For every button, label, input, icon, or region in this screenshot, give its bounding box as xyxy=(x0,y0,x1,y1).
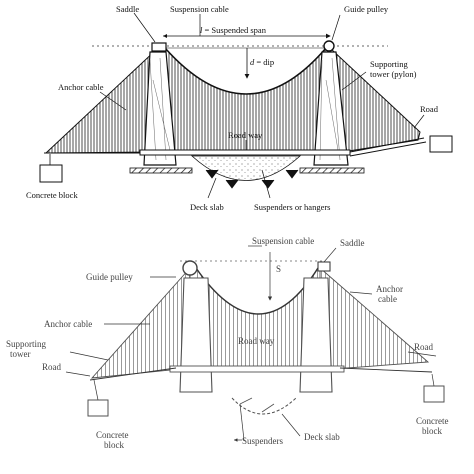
label-supporting-tower-bottom-1: Supporting xyxy=(6,339,47,349)
label-anchor-cable-left-bottom: Anchor cable xyxy=(44,319,92,329)
deck-slab-arc-bottom xyxy=(231,397,297,415)
left-anchor-cable-region xyxy=(44,46,159,154)
guide-pulley-icon-bottom xyxy=(182,260,198,276)
label-saddle-top: Saddle xyxy=(116,4,139,14)
concrete-block-left xyxy=(39,164,63,183)
label-suspenders-top: Suspenders or hangers xyxy=(254,202,330,212)
label-road-left-bottom: Road xyxy=(42,362,61,372)
road-way-deck-bottom xyxy=(169,365,345,373)
guide-pulley-icon xyxy=(323,40,335,52)
concrete-block-right-bottom xyxy=(423,385,445,403)
road-right-bottom xyxy=(339,367,433,373)
label-road-top: Road xyxy=(420,104,439,114)
label-anchor-cable-top: Anchor cable xyxy=(58,82,104,92)
label-saddle-bottom: Saddle xyxy=(340,238,365,248)
label-concrete-block-top: Concrete block xyxy=(26,190,78,200)
label-anchor-cable-right-bottom-1: Anchor xyxy=(376,284,403,294)
left-anchor-region-bottom xyxy=(90,266,191,379)
label-span: l = Suspended span xyxy=(200,25,267,35)
label-suspension-cable-top: Suspension cable xyxy=(170,4,229,14)
bottom-figure: Suspension cable Saddle Guide pulley S A… xyxy=(6,236,448,450)
label-concrete-block-left-bottom-1: Concrete xyxy=(96,430,128,440)
label-supporting-tower-top-2: tower (pylon) xyxy=(370,69,417,79)
label-supporting-tower-top-1: Supporting xyxy=(370,59,409,69)
label-suspension-cable-bottom: Suspension cable xyxy=(252,236,314,246)
label-road-way-bottom: Road way xyxy=(238,336,275,346)
right-foundation xyxy=(299,167,365,174)
top-figure: Saddle Suspension cable l = Suspended sp… xyxy=(26,4,453,212)
label-concrete-block-right-bottom-1: Concrete xyxy=(416,416,448,426)
saddle-icon-bottom xyxy=(317,261,331,272)
suspenders-region xyxy=(165,48,326,152)
left-tower-bottom xyxy=(179,277,213,393)
label-road-right-bottom: Road xyxy=(414,342,433,352)
right-tower-bottom xyxy=(299,277,333,393)
road-left-bottom xyxy=(89,367,177,381)
suspension-cable-top xyxy=(164,47,327,95)
road-right xyxy=(349,137,425,153)
road-way-deck xyxy=(139,149,351,156)
concrete-block-left-bottom xyxy=(87,399,109,417)
right-anchor-region-bottom xyxy=(319,267,430,371)
label-concrete-block-right-bottom-2: block xyxy=(422,426,442,436)
label-guide-pulley-bottom: Guide pulley xyxy=(86,272,133,282)
label-anchor-cable-right-bottom-2: cable xyxy=(378,294,397,304)
label-deck-slab-bottom: Deck slab xyxy=(304,432,340,442)
label-concrete-block-left-bottom-2: block xyxy=(104,440,124,450)
label-dip: d = dip xyxy=(250,57,274,67)
deck-slab-region xyxy=(190,155,302,181)
saddle-icon xyxy=(151,42,167,52)
label-dip-symbol-bottom: S xyxy=(276,264,281,274)
label-suspenders-bottom: Suspenders xyxy=(242,436,283,446)
label-guide-pulley-top: Guide pulley xyxy=(344,4,389,14)
label-supporting-tower-bottom-2: tower xyxy=(10,349,31,359)
label-road-way-top: Road way xyxy=(228,130,263,140)
concrete-block-right xyxy=(429,135,453,153)
left-foundation xyxy=(129,167,193,174)
label-deck-slab-top: Deck slab xyxy=(190,202,224,212)
